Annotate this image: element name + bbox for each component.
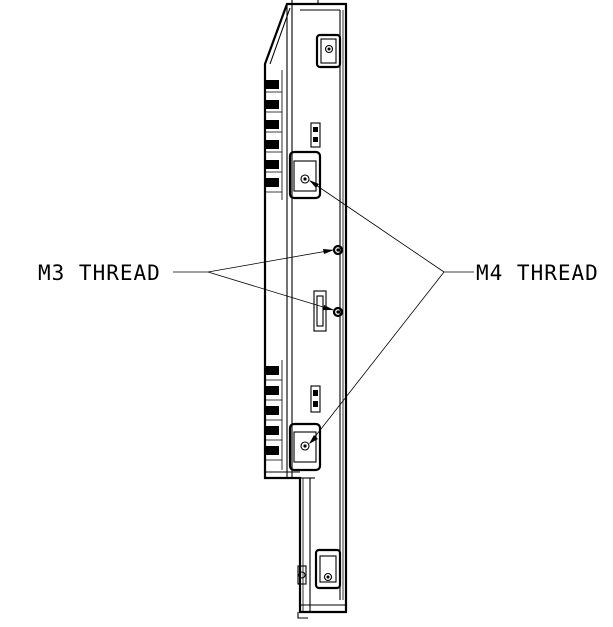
lower-m4-block — [288, 422, 322, 472]
m3-thread-label: M3 THREAD — [38, 261, 161, 285]
top-bracket — [315, 33, 342, 69]
m4-leader-lines — [309, 180, 474, 444]
housing-side-view — [263, 0, 348, 619]
vent-lower — [310, 385, 321, 413]
slot-middle — [313, 290, 327, 332]
m4-thread-label: M4 THREAD — [476, 261, 599, 285]
vent-upper — [310, 122, 321, 148]
bottom-bracket — [297, 548, 342, 590]
cooling-fins — [266, 70, 283, 470]
upper-m4-block — [288, 150, 322, 200]
m3-hole-upper — [332, 244, 344, 256]
m3-hole-lower — [332, 306, 344, 318]
m3-leader-lines — [173, 249, 334, 311]
